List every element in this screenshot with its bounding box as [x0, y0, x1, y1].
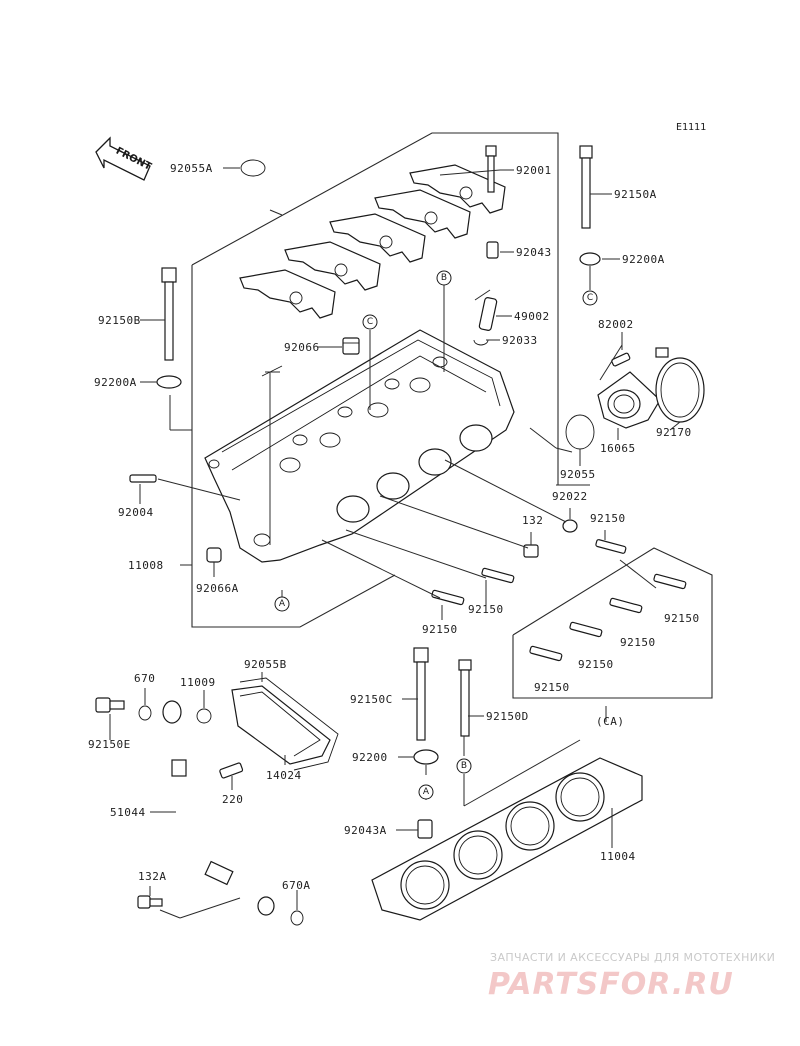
svg-text:C: C	[367, 317, 373, 327]
label-11004: 11004	[600, 850, 636, 863]
label-220: 220	[222, 793, 243, 806]
label-92055A: 92055A	[170, 162, 213, 175]
watermark-brand: PARTSFOR.RU	[488, 967, 734, 1002]
svg-text:A: A	[279, 599, 286, 609]
banjo-bolt-92150E	[95, 697, 125, 713]
callout-a-lower: A	[418, 784, 434, 800]
callout-circles: B C C A B A	[274, 270, 598, 800]
label-92150-c2: 92150	[620, 636, 656, 649]
label-92150-c3: 92150	[578, 658, 614, 671]
label-92033: 92033	[502, 334, 538, 347]
bolt-92150B	[161, 267, 177, 361]
washer-670	[138, 705, 152, 721]
cover-14024	[231, 685, 331, 765]
label-92150-r1: 92150	[590, 512, 626, 525]
label-51044: 51044	[110, 806, 146, 819]
label-ca-group: (CA)	[596, 715, 625, 728]
label-92150-c4: 92150	[534, 681, 570, 694]
label-92066A: 92066A	[196, 582, 239, 595]
clamp-92170	[655, 347, 705, 423]
label-14024: 14024	[266, 769, 302, 782]
svg-text:A: A	[423, 787, 430, 797]
label-92150-m1: 92150	[468, 603, 504, 616]
label-16065: 16065	[600, 442, 636, 455]
gasket-92055B	[239, 677, 339, 771]
bolt-92001	[485, 145, 497, 193]
label-92001: 92001	[516, 164, 552, 177]
plug-92066	[342, 337, 360, 355]
part-labels: 92055A 92001 92150A 92043 92200A 49002 9…	[88, 162, 700, 892]
label-92200: 92200	[352, 751, 388, 764]
label-92150-m2: 92150	[422, 623, 458, 636]
watermark-tagline: ЗАПЧАСТИ И АКСЕССУАРЫ ДЛЯ МОТОТЕХНИКИ	[490, 951, 775, 964]
head-gasket-11004	[371, 757, 643, 921]
plug-92066A	[206, 547, 222, 563]
label-92200A-left: 92200A	[94, 376, 137, 389]
washer-92200A-left	[156, 375, 182, 389]
label-82002: 82002	[598, 318, 634, 331]
bolt-92150C	[413, 647, 429, 741]
bolt-82002	[611, 352, 631, 367]
label-49002: 49002	[514, 310, 550, 323]
callout-a-head: A	[274, 596, 290, 612]
front-arrow-icon: FRONT	[95, 136, 153, 181]
oil-pipe-51044	[162, 700, 275, 916]
washer-670A	[290, 910, 304, 926]
label-92200A-right: 92200A	[622, 253, 665, 266]
clip-92033	[473, 339, 489, 346]
camshaft-caps	[239, 164, 506, 319]
label-92055: 92055	[560, 468, 596, 481]
callout-b-top: B	[436, 270, 452, 286]
diagram-code: E1111	[676, 122, 706, 133]
bolt-132A	[137, 895, 163, 909]
label-92150B: 92150B	[98, 314, 141, 327]
label-92004: 92004	[118, 506, 154, 519]
o-ring-92055A	[240, 159, 266, 177]
callout-c-left: C	[362, 314, 378, 330]
bolt-92150A	[579, 145, 593, 229]
leader-lines	[109, 167, 681, 919]
bolt-220	[219, 762, 244, 779]
label-132A: 132A	[138, 870, 167, 883]
label-11009: 11009	[180, 676, 216, 689]
svg-text:B: B	[441, 273, 447, 283]
stud-92004	[129, 474, 157, 483]
head-assembly-frame	[191, 132, 590, 628]
callout-c-right: C	[582, 290, 598, 306]
ca-group-frame	[512, 547, 713, 699]
dowel-92043A	[417, 819, 433, 839]
studs-92150	[431, 539, 687, 662]
washer-92200A-right	[579, 252, 601, 266]
bolt-92150D	[458, 659, 472, 737]
label-92150-c1: 92150	[664, 612, 700, 625]
cylinder-head	[204, 329, 515, 563]
dowel-92043	[486, 241, 499, 259]
label-92066: 92066	[284, 341, 320, 354]
label-92150A: 92150A	[614, 188, 657, 201]
label-92150D: 92150D	[486, 710, 529, 723]
nut-132	[523, 544, 539, 558]
label-92022: 92022	[552, 490, 588, 503]
label-92150C: 92150C	[350, 693, 393, 706]
label-132: 132	[522, 514, 543, 527]
callout-b-lower: B	[456, 758, 472, 774]
washer-92022	[562, 519, 578, 533]
watermark: ЗАПЧАСТИ И АКСЕССУАРЫ ДЛЯ МОТОТЕХНИКИ PA…	[488, 951, 775, 1002]
o-ring-92055	[565, 414, 595, 450]
washer-92200	[413, 749, 439, 765]
holder-16065	[597, 371, 661, 429]
label-92055B: 92055B	[244, 658, 287, 671]
label-92170: 92170	[656, 426, 692, 439]
label-11008: 11008	[128, 559, 164, 572]
svg-text:C: C	[587, 293, 593, 303]
label-92043A: 92043A	[344, 824, 387, 837]
label-670A: 670A	[282, 879, 311, 892]
label-670: 670	[134, 672, 155, 685]
svg-text:B: B	[461, 761, 467, 771]
label-92150E: 92150E	[88, 738, 131, 751]
washer-11009	[196, 708, 212, 724]
label-92043: 92043	[516, 246, 552, 259]
pin-49002	[478, 297, 498, 331]
